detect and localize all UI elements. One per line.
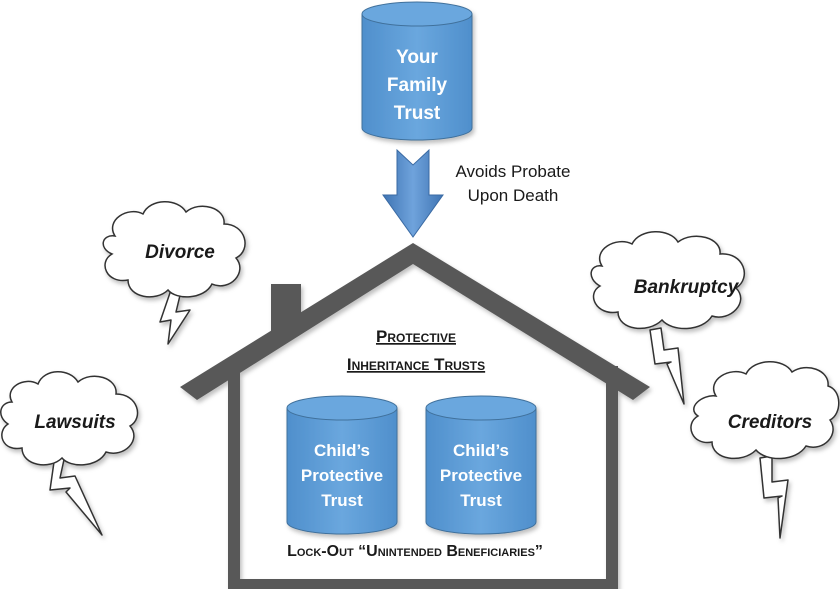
child-trust-cylinder-2	[425, 395, 537, 535]
threat-label-bankruptcy: Bankruptcy	[634, 277, 740, 298]
family-trust-line-2: Family	[387, 75, 448, 96]
family-trust-line-3: Trust	[394, 103, 441, 124]
roof	[180, 243, 650, 400]
cloud-icon	[0, 371, 139, 466]
creditors-cloud	[690, 361, 840, 539]
house-title-line-2: Inheritance Trusts	[347, 355, 485, 374]
child-trust-1-line-3: Trust	[321, 491, 363, 510]
threat-label-creditors: Creditors	[728, 412, 812, 433]
family-trust-line-1: Your	[396, 47, 438, 68]
child-trust-2-line-1: Child’s	[453, 441, 509, 460]
lightning-icon	[49, 454, 103, 536]
lawsuits-cloud	[0, 371, 139, 536]
cloud-icon	[590, 231, 746, 330]
child-trust-1-line-2: Protective	[301, 466, 383, 485]
lightning-icon	[759, 455, 789, 539]
child-trust-1-line-1: Child’s	[314, 441, 370, 460]
house-walls	[228, 366, 618, 589]
family-trust-cylinder	[361, 1, 473, 141]
divorce-cloud	[102, 201, 246, 345]
down-arrow-icon	[382, 148, 444, 238]
threat-label-lawsuits: Lawsuits	[34, 412, 115, 433]
child-trust-2-line-2: Protective	[440, 466, 522, 485]
child-trust-cylinder-1	[286, 395, 398, 535]
house	[180, 243, 650, 589]
lightning-icon	[649, 327, 685, 405]
threat-label-divorce: Divorce	[145, 242, 215, 263]
cloud-icon	[102, 201, 246, 298]
house-title-line-1: Protective	[376, 327, 456, 346]
cloud-icon	[690, 361, 840, 460]
child-trust-2-line-3: Trust	[460, 491, 502, 510]
arrow-note-line-2: Upon Death	[468, 186, 559, 205]
house-footer: Lock-Out “Unintended Beneficiaries”	[287, 543, 543, 560]
arrow-note-line-1: Avoids Probate	[456, 162, 571, 181]
bankruptcy-cloud	[590, 231, 746, 405]
